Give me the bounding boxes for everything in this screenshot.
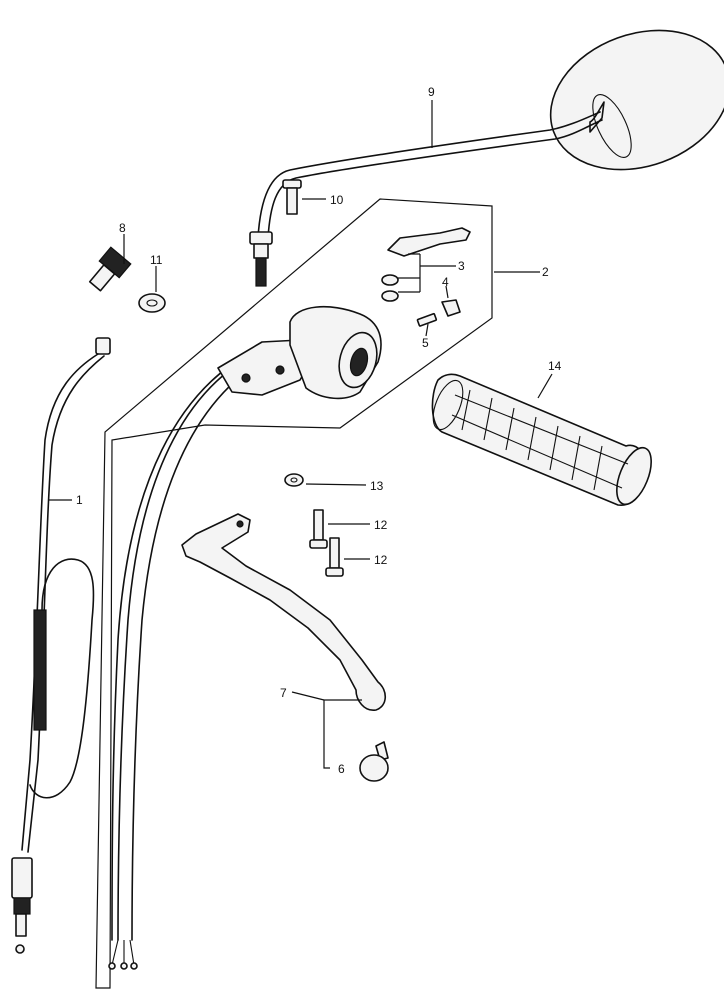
part-8-adjuster (88, 246, 132, 292)
part-10-bolt (282, 179, 302, 215)
callout-6: 6 (338, 762, 345, 776)
part-5-screw (416, 312, 438, 327)
part-4-clip (441, 299, 461, 317)
leader-lines (48, 100, 553, 769)
callout-1: 1 (76, 493, 83, 507)
callout-12-lower: 12 (374, 553, 388, 567)
part-12-screw-upper (309, 509, 328, 549)
switch-wiring-harness (108, 347, 279, 970)
callout-5: 5 (422, 336, 429, 350)
callout-7: 7 (280, 686, 287, 700)
part-9-mirror (249, 29, 724, 287)
part-12-screw-lower (325, 537, 344, 577)
part-14-grip (431, 373, 652, 506)
callout-9: 9 (428, 85, 435, 99)
switch-housing (217, 305, 382, 400)
callout-12-upper: 12 (374, 518, 388, 532)
assembly-boundary (95, 198, 493, 989)
part-11-nut (138, 293, 166, 313)
callout-2: 2 (542, 265, 549, 279)
callout-4: 4 (442, 275, 449, 289)
callout-13: 13 (370, 479, 384, 493)
callout-14: 14 (548, 359, 562, 373)
callout-3: 3 (458, 259, 465, 273)
part-3-stay (381, 227, 471, 302)
part-1-throttle-cable (11, 337, 111, 954)
callout-11: 11 (150, 253, 163, 267)
callout-8: 8 (119, 221, 126, 235)
part-7-lever (181, 513, 387, 711)
part-6-end-cap (359, 741, 389, 782)
part-13-nut (284, 473, 304, 487)
callout-10: 10 (330, 193, 344, 207)
